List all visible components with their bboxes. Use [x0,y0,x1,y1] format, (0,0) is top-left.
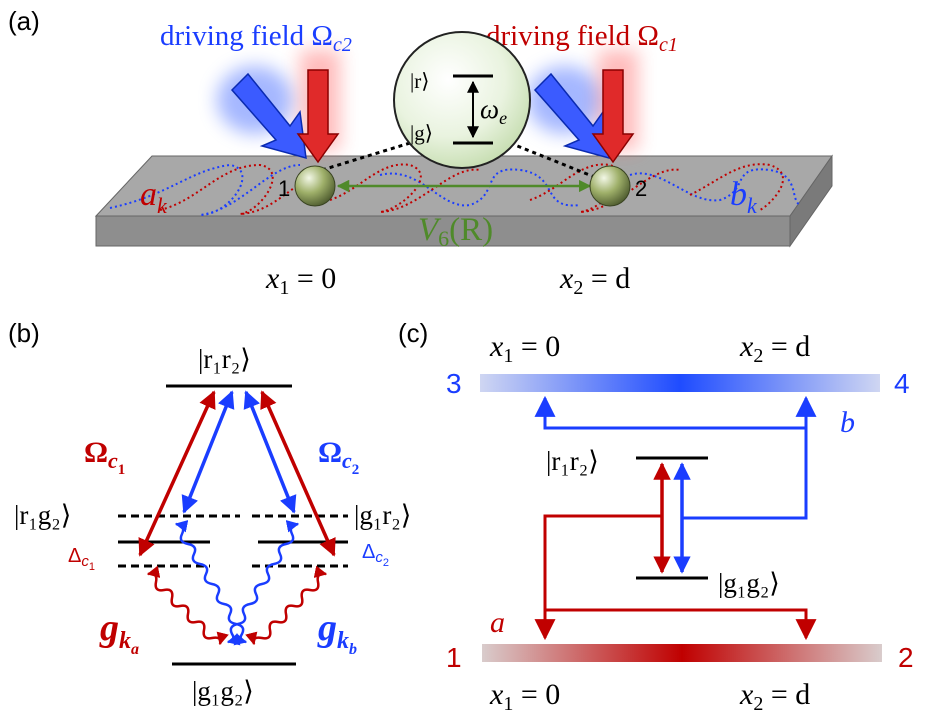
omega-c1-label: Ωc1 [84,436,125,478]
waveguide-slab-side [789,154,833,248]
x2-position: x2 = d [559,262,630,299]
delta-c2-label: Δc2 [362,541,389,569]
state-g1g2-c: |g₁g₂⟩ [718,568,780,598]
drive-arrow-red-right [591,69,635,164]
red-path-main [534,514,662,641]
port-3-label: 3 [446,368,462,399]
delta-c1-label: Δc1 [68,545,95,573]
bubble-state-r: |r⟩ [410,69,429,93]
drive-right-label: driving field Ωc1 [486,20,678,56]
atom-2 [589,165,631,207]
bubble-link-right [509,141,603,182]
omega-c2-arrow [260,390,336,557]
state-r1r2: |r₁r₂⟩ [198,344,251,374]
omega-c2-label: Ωc2 [318,436,359,478]
drive-left-label: driving field Ωc2 [160,20,352,56]
omega-c1-arrow [138,390,216,557]
mode-a-label-c: a [490,606,505,639]
mode-a-label: ak [140,176,168,218]
port-2-label: 2 [898,642,914,673]
panel-b-label: (b) [8,318,40,348]
state-g1g2: |g₁g₂⟩ [192,676,254,706]
atom-level-bubble [393,31,531,169]
bubble-omega-label: ωe [480,94,507,128]
bot-x1-position: x1 = 0 [489,678,560,715]
blue-path-top [534,395,806,430]
panel-c: (c) x1 = 0 x2 = d 3 4 1 2 |r₁r₂⟩ |g₁g₂⟩ … [398,318,914,715]
panel-a: (a) [8,6,833,299]
top-x2-position: x2 = d [739,330,810,367]
bubble-state-g: |g⟩ [410,121,433,145]
state-r1r2-c: |r₁r₂⟩ [546,446,599,476]
top-x1-position: x1 = 0 [489,330,560,367]
bot-x2-position: x2 = d [739,678,810,715]
atom-1-label: 1 [278,176,290,201]
state-g1r2: |g₁r₂⟩ [354,500,411,530]
panel-a-label: (a) [8,6,40,36]
blue-path-main [682,428,808,520]
atom-2-label: 2 [635,176,647,201]
g-ka-label: gka [99,607,139,658]
port-4-label: 4 [894,368,910,399]
panel-c-label: (c) [398,318,428,348]
g-kb-label: gkb [317,607,357,658]
waveguide-b-bar [480,374,880,392]
state-r1g2: |r₁g₂⟩ [14,500,71,530]
drive-arrow-red-left [296,69,340,164]
panel-b: (b) |r₁r₂⟩ |r₁g₂⟩ |g₁r₂⟩ |g₁g₂⟩ Ωc1 Ωc2 [8,318,411,706]
x1-position: x1 = 0 [265,262,336,299]
mode-b-label: bk [730,176,758,218]
red-path-right [545,608,817,641]
atom-1 [294,165,336,207]
port-1-label: 1 [446,642,462,673]
blue-coupling-right [243,390,297,514]
blue-coupling-left [181,390,235,514]
wavy-red-right [245,565,328,646]
mode-b-label-c: b [840,406,855,439]
vdw-label: V6(R) [418,212,493,251]
waveguide-a-bar [482,644,882,662]
